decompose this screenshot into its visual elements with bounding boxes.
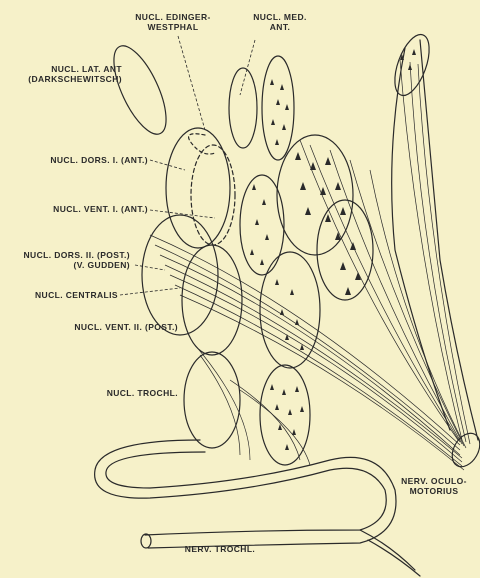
label-dors-2: NUCL. DORS. II. (POST.) (V. GUDDEN) xyxy=(0,250,130,270)
label-med-ant-line-1: NUCL. MED. xyxy=(240,12,320,22)
label-dors-2-line-1: NUCL. DORS. II. (POST.) xyxy=(0,250,130,260)
label-oculomotor-nerve: NERV. OCULO- MOTORIUS xyxy=(392,476,476,496)
label-lat-ant-line-2: (DARKSCHEWITSCH) xyxy=(0,74,122,84)
label-med-ant: NUCL. MED. ANT. xyxy=(240,12,320,32)
label-edinger-westphal-line-2: WESTPHAL xyxy=(118,22,228,32)
nucleus-med-ant-shape xyxy=(229,68,257,148)
label-lat-ant-line-1: NUCL. LAT. ANT xyxy=(0,64,122,74)
label-trochl-nucleus: NUCL. TROCHL. xyxy=(0,388,178,398)
oculomotor-nerve-apex xyxy=(388,30,436,100)
label-trochlear-nerve: NERV. TROCHL. xyxy=(170,544,270,554)
oculomotor-nerve-side xyxy=(420,40,478,440)
oculomotor-nerve-root xyxy=(447,428,480,471)
cell-markers xyxy=(250,49,416,450)
label-dors-1: NUCL. DORS. I. (ANT.) xyxy=(0,155,148,165)
label-oculomotor-nerve-line-1: NERV. OCULO- xyxy=(392,476,476,486)
label-med-ant-line-2: ANT. xyxy=(240,22,320,32)
edinger-westphal-curve xyxy=(189,134,215,154)
label-vent-2: NUCL. VENT. II. (POST.) xyxy=(0,322,178,332)
trochlear-nerve-end xyxy=(141,534,151,548)
label-vent-1: NUCL. VENT. I. (ANT.) xyxy=(0,204,148,214)
label-dors-2-line-2: (V. GUDDEN) xyxy=(0,260,130,270)
label-oculomotor-nerve-line-2: MOTORIUS xyxy=(392,486,476,496)
nucleus-cluster-d xyxy=(260,252,320,368)
label-centralis: NUCL. CENTRALIS xyxy=(0,290,118,300)
nucleus-lat-ant xyxy=(103,39,176,141)
nucleus-cluster-b xyxy=(277,135,353,255)
nucleus-dors-2 xyxy=(142,215,218,335)
nucleus-dors-1 xyxy=(166,128,230,248)
trochlear-nerve-extension xyxy=(360,530,420,576)
label-edinger-westphal: NUCL. EDINGER- WESTPHAL xyxy=(118,12,228,32)
trochlear-nerve-lower xyxy=(106,452,396,548)
label-edinger-westphal-line-1: NUCL. EDINGER- xyxy=(118,12,228,22)
label-lat-ant: NUCL. LAT. ANT (DARKSCHEWITSCH) xyxy=(0,64,122,84)
nucleus-vent-1 xyxy=(191,145,235,245)
